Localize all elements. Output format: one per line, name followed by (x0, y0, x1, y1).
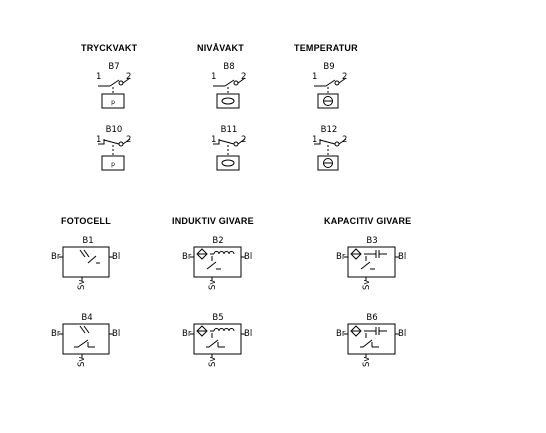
switch-label: B7 (108, 62, 119, 72)
wire-brown-label: Br (51, 329, 61, 339)
thermometer-icon (323, 158, 333, 168)
diamond-icon (196, 325, 208, 337)
terminal-1: 1 (211, 72, 216, 82)
sensor-box (216, 155, 240, 171)
wire-black-label: Sv (362, 280, 372, 290)
wire-black-label: Sv (77, 357, 87, 367)
sensor-label: B4 (81, 313, 92, 323)
wire-brown-label: Br (51, 252, 61, 262)
wire-brown-label: Br (336, 329, 346, 339)
sensor-label: B2 (212, 236, 223, 246)
terminal-1: 1 (96, 72, 101, 82)
header-nivavakt: NIVÅVAKT (197, 43, 244, 53)
coil-icon (213, 251, 235, 255)
pressure-switch-b10: B10 1 2 p (96, 125, 131, 171)
pressure-switch-b7: B7 1 2 p (96, 62, 131, 109)
wire-black-label: Sv (77, 280, 87, 290)
sensor-box (101, 93, 125, 109)
inductive-sensor-b2: B2 Br Bl Sv (182, 236, 252, 290)
terminal-2: 2 (342, 72, 347, 82)
wire-black-label: Sv (208, 280, 218, 290)
photocell-b4: B4 Br Bl Sv (51, 313, 120, 367)
terminal-1: 1 (96, 135, 101, 145)
wire-brown-label: Br (182, 252, 192, 262)
temperature-switch-b12: B12 1 2 (312, 125, 347, 171)
level-switch-b8: B8 1 2 (211, 62, 246, 109)
header-kapacitiv-givare: KAPACITIV GIVARE (324, 216, 412, 226)
sensor-housing (347, 323, 396, 355)
switch-label: B8 (223, 62, 234, 72)
sensor-box (216, 93, 240, 109)
diamond-icon (196, 248, 208, 260)
sensor-label: B6 (366, 313, 377, 323)
wire-black-label: Sv (362, 357, 372, 367)
wire-blue-label: Bl (244, 329, 252, 339)
float-icon (221, 97, 235, 105)
terminal-1: 1 (312, 135, 317, 145)
switch-label: B12 (321, 125, 338, 135)
wire-blue-label: Bl (398, 329, 406, 339)
thermometer-icon (323, 96, 333, 106)
header-induktiv-givare: INDUKTIV GIVARE (172, 216, 254, 226)
diamond-icon (350, 248, 362, 260)
level-switch-b11: B11 1 2 (211, 125, 246, 171)
float-icon (221, 159, 235, 167)
wire-blue-label: Bl (112, 329, 120, 339)
wire-blue-label: Bl (244, 252, 252, 262)
header-temperatur: TEMPERATUR (294, 43, 358, 53)
pressure-icon: p (111, 161, 115, 168)
capacitive-sensor-b3: B3 Br Bl Sv (336, 236, 406, 290)
wire-blue-label: Bl (398, 252, 406, 262)
switch-label: B10 (106, 125, 123, 135)
switch-label: B11 (221, 125, 238, 135)
header-fotocell: FOTOCELL (61, 216, 111, 226)
wire-brown-label: Br (336, 252, 346, 262)
sensor-box (101, 155, 125, 171)
sensor-label: B5 (212, 313, 223, 323)
pressure-icon: p (111, 99, 115, 106)
wire-brown-label: Br (182, 329, 192, 339)
temperature-switch-b9: B9 1 2 (312, 62, 347, 109)
sensor-housing (347, 246, 396, 278)
wire-black-label: Sv (208, 357, 218, 367)
terminal-1: 1 (211, 135, 216, 145)
sensor-label: B3 (366, 236, 377, 246)
sensor-label: B1 (82, 236, 93, 246)
terminal-2: 2 (126, 72, 131, 82)
inductive-sensor-b5: B5 Br Bl Sv (182, 313, 252, 367)
terminal-2: 2 (241, 72, 246, 82)
coil-icon (213, 328, 235, 332)
photocell-b1: B1 Br Bl Sv (51, 236, 120, 290)
capacitive-sensor-b6: B6 Br Bl Sv (336, 313, 406, 367)
wire-blue-label: Bl (112, 252, 120, 262)
header-tryckvakt: TRYCKVAKT (81, 43, 138, 53)
switch-label: B9 (323, 62, 334, 72)
sensor-housing (62, 246, 110, 278)
diamond-icon (350, 325, 362, 337)
terminal-1: 1 (312, 72, 317, 82)
